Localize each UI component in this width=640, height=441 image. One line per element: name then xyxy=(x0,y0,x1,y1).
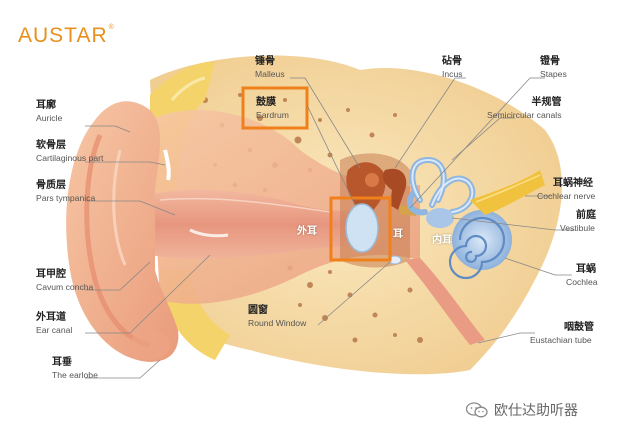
label-semicircular-canals: 半规管 Semicircular canals xyxy=(487,97,562,120)
label-en: Incus xyxy=(442,69,463,80)
label-en: Eustachian tube xyxy=(530,335,594,346)
region-outer-ear: 外耳 xyxy=(297,222,317,237)
label-en: Round Window xyxy=(248,318,306,329)
label-pars-tympanica: 骨质层 Pars tympanica xyxy=(36,180,95,203)
brand-name: AUSTAR xyxy=(18,24,108,47)
vestibule-shape xyxy=(426,208,454,228)
label-eardrum: 鼓膜 Eardrum xyxy=(256,97,289,120)
label-ear-canal: 外耳道 Ear canal xyxy=(36,312,72,335)
label-vestibule: 前庭 Vestibule xyxy=(560,210,596,233)
label-cn: 耳甲腔 xyxy=(36,269,93,282)
label-round-window: 圆窗 Round Window xyxy=(248,305,306,328)
label-cn: 骨质层 xyxy=(36,180,95,193)
label-cn: 软骨层 xyxy=(36,140,103,153)
label-en: Vestibule xyxy=(560,223,596,234)
label-cn: 耳垂 xyxy=(52,357,98,370)
label-cn: 半规管 xyxy=(487,97,562,110)
label-en: Semicircular canals xyxy=(487,110,562,121)
label-cn: 锤骨 xyxy=(255,56,285,69)
label-cochlea: 耳蜗 Cochlea xyxy=(566,264,598,287)
label-en: Auricle xyxy=(36,113,62,124)
watermark: 欧仕达助听器 xyxy=(466,400,578,420)
brand-logo: AUSTAR® xyxy=(18,24,115,48)
label-en: Cartilaginous part xyxy=(36,153,103,164)
label-cn: 前庭 xyxy=(560,210,596,223)
eardrum-shape xyxy=(346,204,378,252)
label-cn: 外耳道 xyxy=(36,312,72,325)
watermark-text: 欧仕达助听器 xyxy=(494,400,578,420)
label-cn: 砧骨 xyxy=(442,56,463,69)
label-stapes: 镫骨 Stapes xyxy=(540,56,567,79)
label-en: The earlobe xyxy=(52,370,98,381)
label-en: Cavum concha xyxy=(36,282,93,293)
label-en: Stapes xyxy=(540,69,567,80)
label-earlobe: 耳垂 The earlobe xyxy=(52,357,98,380)
label-cartilaginous: 软骨层 Cartilaginous part xyxy=(36,140,103,163)
label-cn: 耳廓 xyxy=(36,100,62,113)
label-cn: 镫骨 xyxy=(540,56,567,69)
label-cn: 圆窗 xyxy=(248,305,306,318)
label-incus: 砧骨 Incus xyxy=(442,56,463,79)
label-eustachian-tube: 咽鼓管 Eustachian tube xyxy=(530,322,594,345)
label-cavum-concha: 耳甲腔 Cavum concha xyxy=(36,269,93,292)
label-cn: 耳蜗神经 xyxy=(537,178,595,191)
region-inner-ear: 内耳 xyxy=(432,231,452,246)
label-malleus: 锤骨 Malleus xyxy=(255,56,285,79)
label-cochlear-nerve: 耳蜗神经 Cochlear nerve xyxy=(537,178,595,201)
region-middle-ear: 耳 xyxy=(393,225,403,240)
label-en: Pars tympanica xyxy=(36,193,95,204)
label-en: Cochlear nerve xyxy=(537,191,595,202)
label-en: Malleus xyxy=(255,69,285,80)
brand-registered-mark: ® xyxy=(109,24,115,31)
wechat-icon xyxy=(466,402,488,418)
label-en: Ear canal xyxy=(36,325,72,336)
label-cn: 咽鼓管 xyxy=(530,322,594,335)
label-cn: 鼓膜 xyxy=(256,97,289,110)
label-cn: 耳蜗 xyxy=(566,264,598,277)
label-auricle: 耳廓 Auricle xyxy=(36,100,62,123)
label-en: Eardrum xyxy=(256,110,289,121)
label-en: Cochlea xyxy=(566,277,598,288)
